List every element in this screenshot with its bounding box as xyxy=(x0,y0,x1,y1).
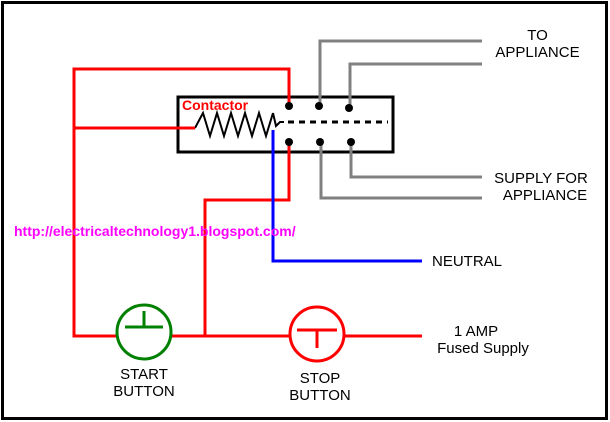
supply-wire-2 xyxy=(319,142,482,200)
appliance-wires xyxy=(318,39,482,200)
supply-for-appliance-label: SUPPLY FOR APPLIANCE xyxy=(486,170,596,204)
amp-line2: Fused Supply xyxy=(437,340,529,357)
fused-supply-label: 1 AMP Fused Supply xyxy=(428,323,538,357)
terminal-dot xyxy=(345,104,353,112)
appliance-wire-1 xyxy=(318,39,482,105)
contactor-coil xyxy=(194,109,274,140)
start-button-label: START BUTTON xyxy=(104,366,184,400)
terminal-dot xyxy=(315,102,323,110)
live-wire-hold xyxy=(203,142,291,336)
to-appliance-line1: TO xyxy=(527,27,548,44)
to-appliance-line2: APPLIANCE xyxy=(495,44,580,61)
amp-line1: 1 AMP xyxy=(453,323,499,340)
stop-line1: STOP xyxy=(299,370,341,387)
stop-line2: BUTTON xyxy=(289,387,351,404)
start-line1: START xyxy=(120,366,168,383)
stop-button-symbol xyxy=(288,305,346,363)
supply-for-line2: APPLIANCE xyxy=(502,187,588,204)
supply-wire-1 xyxy=(349,142,482,179)
live-wires xyxy=(72,67,422,338)
to-appliance-label: TO APPLIANCE xyxy=(490,27,585,61)
live-wire-top xyxy=(72,67,291,338)
contactor-box xyxy=(176,95,395,154)
start-button-symbol xyxy=(115,303,173,361)
terminal-dot xyxy=(285,138,293,146)
start-line2: BUTTON xyxy=(113,383,175,400)
stop-button-label: STOP BUTTON xyxy=(280,370,360,404)
source-url: http://electricaltechnology1.blogspot.co… xyxy=(14,223,296,239)
terminal-dot xyxy=(347,138,355,146)
contactor-label: Contactor xyxy=(182,97,249,113)
supply-for-line1: SUPPLY FOR xyxy=(494,170,588,187)
neutral-wire xyxy=(271,130,422,263)
terminals xyxy=(285,102,355,146)
appliance-wire-2 xyxy=(348,62,482,105)
neutral-label: NEUTRAL xyxy=(432,253,503,270)
coil-link xyxy=(272,112,284,128)
terminal-dot xyxy=(285,102,293,110)
terminal-dot xyxy=(316,138,324,146)
